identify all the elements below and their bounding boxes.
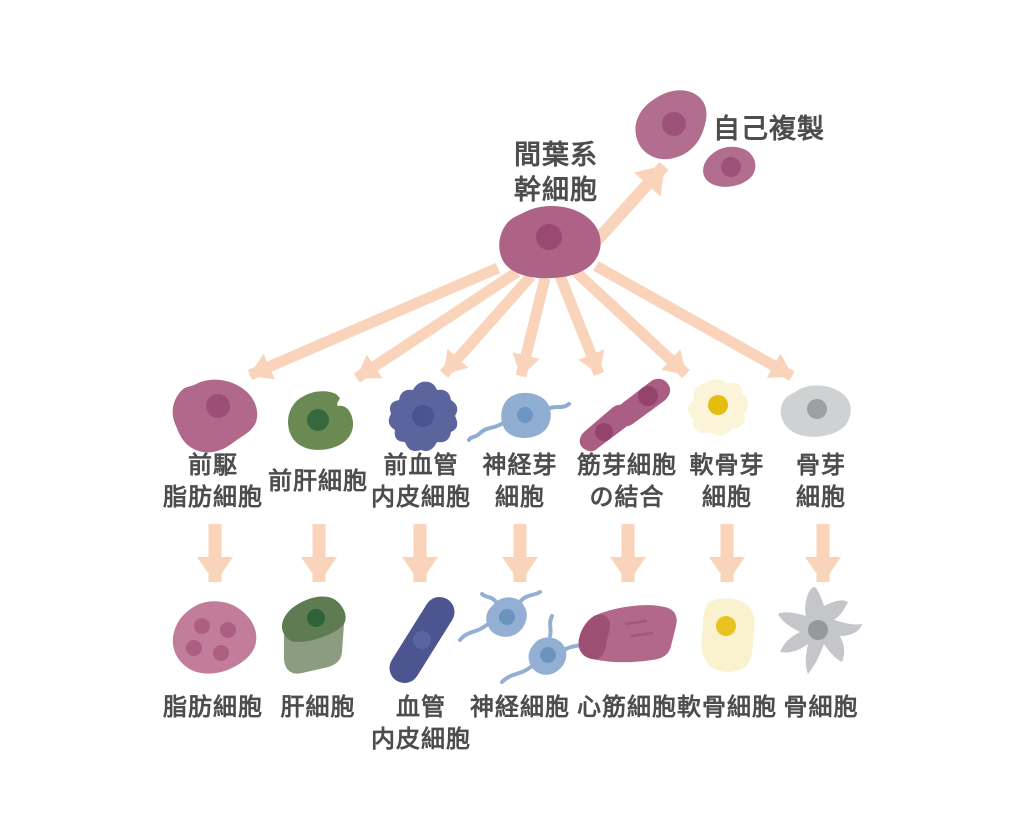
- mature-label-hepatocyte: 肝細胞: [280, 694, 356, 721]
- mature-label-chondrocyte: 軟骨細胞: [677, 694, 777, 721]
- progenitor-label-myoblast: 筋芽細胞 の結合: [577, 452, 677, 511]
- progenitor-label-preadipocyte: 前駆 脂肪細胞: [163, 452, 263, 511]
- nucleus: [540, 647, 556, 663]
- progenitor-label-neuroblast: 神経芽 細胞: [482, 452, 558, 511]
- mesenchymal-stem-cell-icon: [499, 206, 601, 279]
- prehepatocyte-icon: [288, 391, 354, 450]
- nucleus: [595, 423, 613, 441]
- progenitor-label-osteoblast: 骨芽 細胞: [796, 452, 846, 511]
- chondroblast-icon: [688, 379, 749, 436]
- nucleus: [638, 386, 658, 406]
- cardiomyocyte-icon: [578, 605, 677, 663]
- mature-label-endothelial: 血管 内皮細胞: [371, 694, 471, 753]
- nucleus: [307, 409, 329, 431]
- endothelial-cell-icon: [389, 597, 455, 683]
- nucleus: [307, 609, 325, 627]
- nucleus: [662, 112, 686, 136]
- arrow-stem-to-myoblast: [554, 273, 605, 377]
- arrow-stem-to-preadipocyte: [247, 262, 501, 381]
- nucleus: [716, 616, 736, 636]
- arrow-self-renewal: [585, 161, 669, 253]
- neuroblast-icon: [467, 392, 571, 442]
- arrow-stem-to-preendothelial: [439, 272, 536, 378]
- nucleus: [413, 631, 431, 649]
- mature-label-adipocyte: 脂肪細胞: [163, 694, 263, 721]
- stem-cell-label: 間葉系 幹細胞: [476, 138, 636, 208]
- nucleus: [721, 157, 741, 177]
- nucleus: [412, 405, 434, 427]
- arrow-stem-to-prehepatocyte: [353, 267, 521, 383]
- arrow-stem-to-osteoblast: [593, 261, 795, 381]
- nucleus: [499, 609, 515, 625]
- myoblast-fusion-icon: [579, 378, 671, 452]
- progenitor-label-preendothelial: 前血管 内皮細胞: [371, 452, 471, 511]
- neuron-dendrite: [548, 614, 554, 638]
- nucleus: [708, 395, 728, 415]
- nucleus: [206, 394, 230, 418]
- neuron-dendrite: [458, 622, 490, 642]
- neuron-dendrite: [500, 664, 534, 684]
- nucleus: [807, 399, 827, 419]
- adipocyte-icon: [172, 601, 257, 674]
- stem-cell-label-line2: 幹細胞: [514, 175, 598, 205]
- osteoblast-icon: [780, 385, 851, 437]
- nucleus: [517, 407, 533, 423]
- striation-mark: [630, 631, 654, 638]
- nucleus: [536, 224, 562, 250]
- lipid-droplet: [194, 618, 210, 634]
- nucleus: [808, 620, 828, 640]
- self-renewal-cells-icon: [635, 90, 756, 187]
- mature-label-neuron: 神経細胞: [470, 694, 570, 721]
- neuroblast-tendril: [467, 420, 507, 442]
- progenitor-label-chondroblast: 軟骨芽 細胞: [689, 452, 765, 511]
- striation-mark: [624, 619, 648, 626]
- progenitor-label-prehepatocyte: 前肝細胞: [268, 468, 368, 495]
- stem-cell-label-line1: 間葉系: [514, 140, 598, 170]
- lipid-droplet: [220, 622, 236, 638]
- self-renewal-label: 自己複製: [713, 114, 825, 144]
- mature-label-cardiomyocyte: 心筋細胞: [577, 694, 677, 721]
- preadipocyte-icon: [172, 379, 258, 453]
- arrow-stem-to-chondroblast: [572, 267, 690, 379]
- hepatocyte-icon: [281, 596, 346, 674]
- mature-label-osteocyte: 骨細胞: [783, 694, 859, 721]
- neuron-dendrite: [518, 590, 542, 604]
- lipid-droplet: [186, 640, 202, 656]
- neuron-dendrite: [480, 592, 498, 604]
- preendothelial-icon: [388, 381, 458, 451]
- neuron-cells-icon: [458, 590, 586, 684]
- lipid-droplet: [213, 645, 229, 661]
- osteocyte-icon: [778, 587, 862, 674]
- arrow-stem-to-neuroblast: [512, 276, 551, 378]
- chondrocyte-icon: [701, 598, 755, 672]
